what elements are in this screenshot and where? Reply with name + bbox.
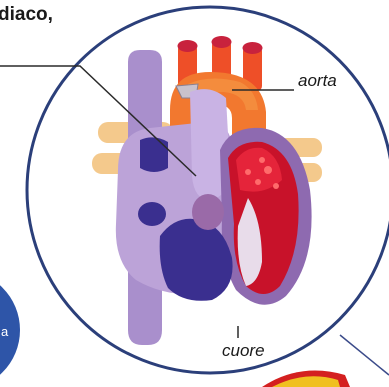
header-text-fragment: diaco, [0, 4, 53, 26]
right-atrium-dark [140, 137, 168, 172]
cuore-outer-line [340, 335, 389, 375]
septum-node [192, 194, 224, 230]
cuore-label: cuore [222, 341, 265, 361]
aorta-label: aorta [298, 71, 337, 91]
side-disc-text-fragment: a [1, 324, 8, 339]
